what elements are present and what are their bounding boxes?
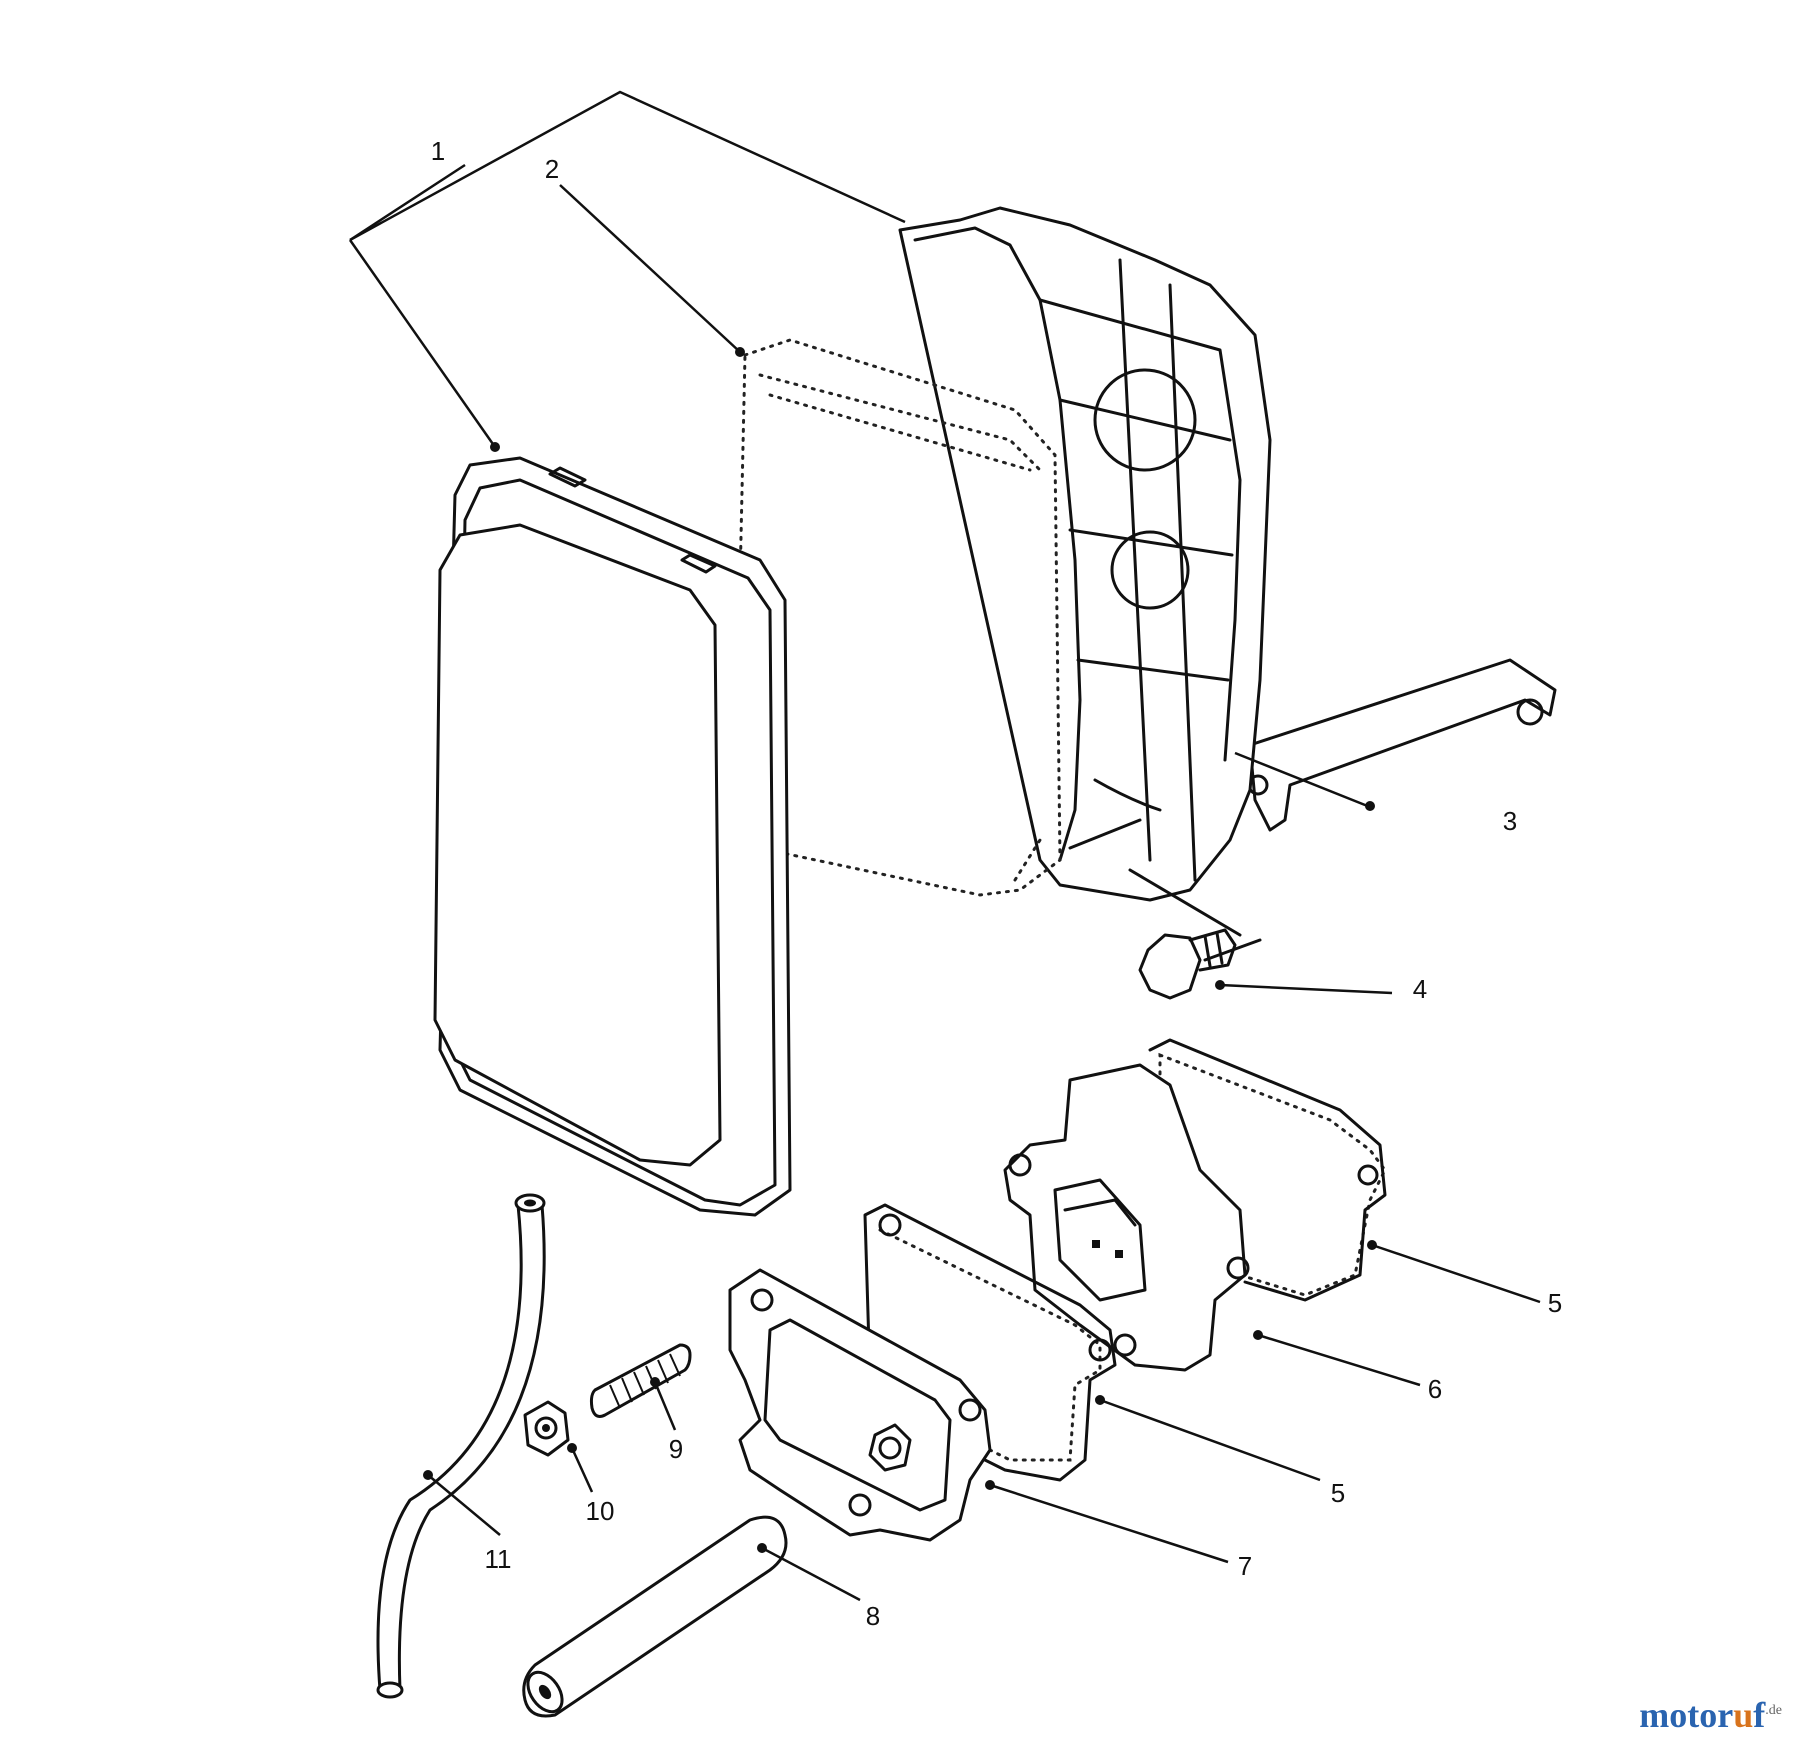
callout-11: 11 [485,1544,512,1574]
callout-10: 10 [586,1496,615,1526]
watermark-tld: .de [1765,1703,1782,1718]
nut [523,1400,570,1457]
leader-lines [348,90,1541,1602]
bolt [1138,928,1237,1000]
tube [522,1515,788,1718]
callout-2: 2 [545,154,559,184]
callout-6: 6 [1428,1374,1442,1404]
cover-plate [728,1268,992,1542]
callout-3: 3 [1503,806,1517,836]
callout-1: 1 [431,136,445,166]
watermark-part-2: u [1733,1695,1754,1735]
reed-plate [1003,1063,1250,1372]
watermark-part-3: f [1753,1695,1766,1735]
hose [376,1193,546,1699]
callout-9: 9 [669,1434,683,1464]
callout-8: 8 [866,1601,880,1631]
air-cleaner-cover [433,456,792,1217]
callout-5-lower: 5 [1331,1478,1345,1508]
stud [589,1343,692,1418]
callout-7: 7 [1238,1551,1252,1581]
watermark-logo: motoruf.de [1639,1694,1782,1736]
callout-5-upper: 5 [1548,1288,1562,1318]
callout-4: 4 [1413,974,1427,1004]
watermark-part-1: motor [1639,1695,1734,1735]
air-cleaner-base [898,206,1557,962]
gasket-upper [1148,1038,1387,1302]
